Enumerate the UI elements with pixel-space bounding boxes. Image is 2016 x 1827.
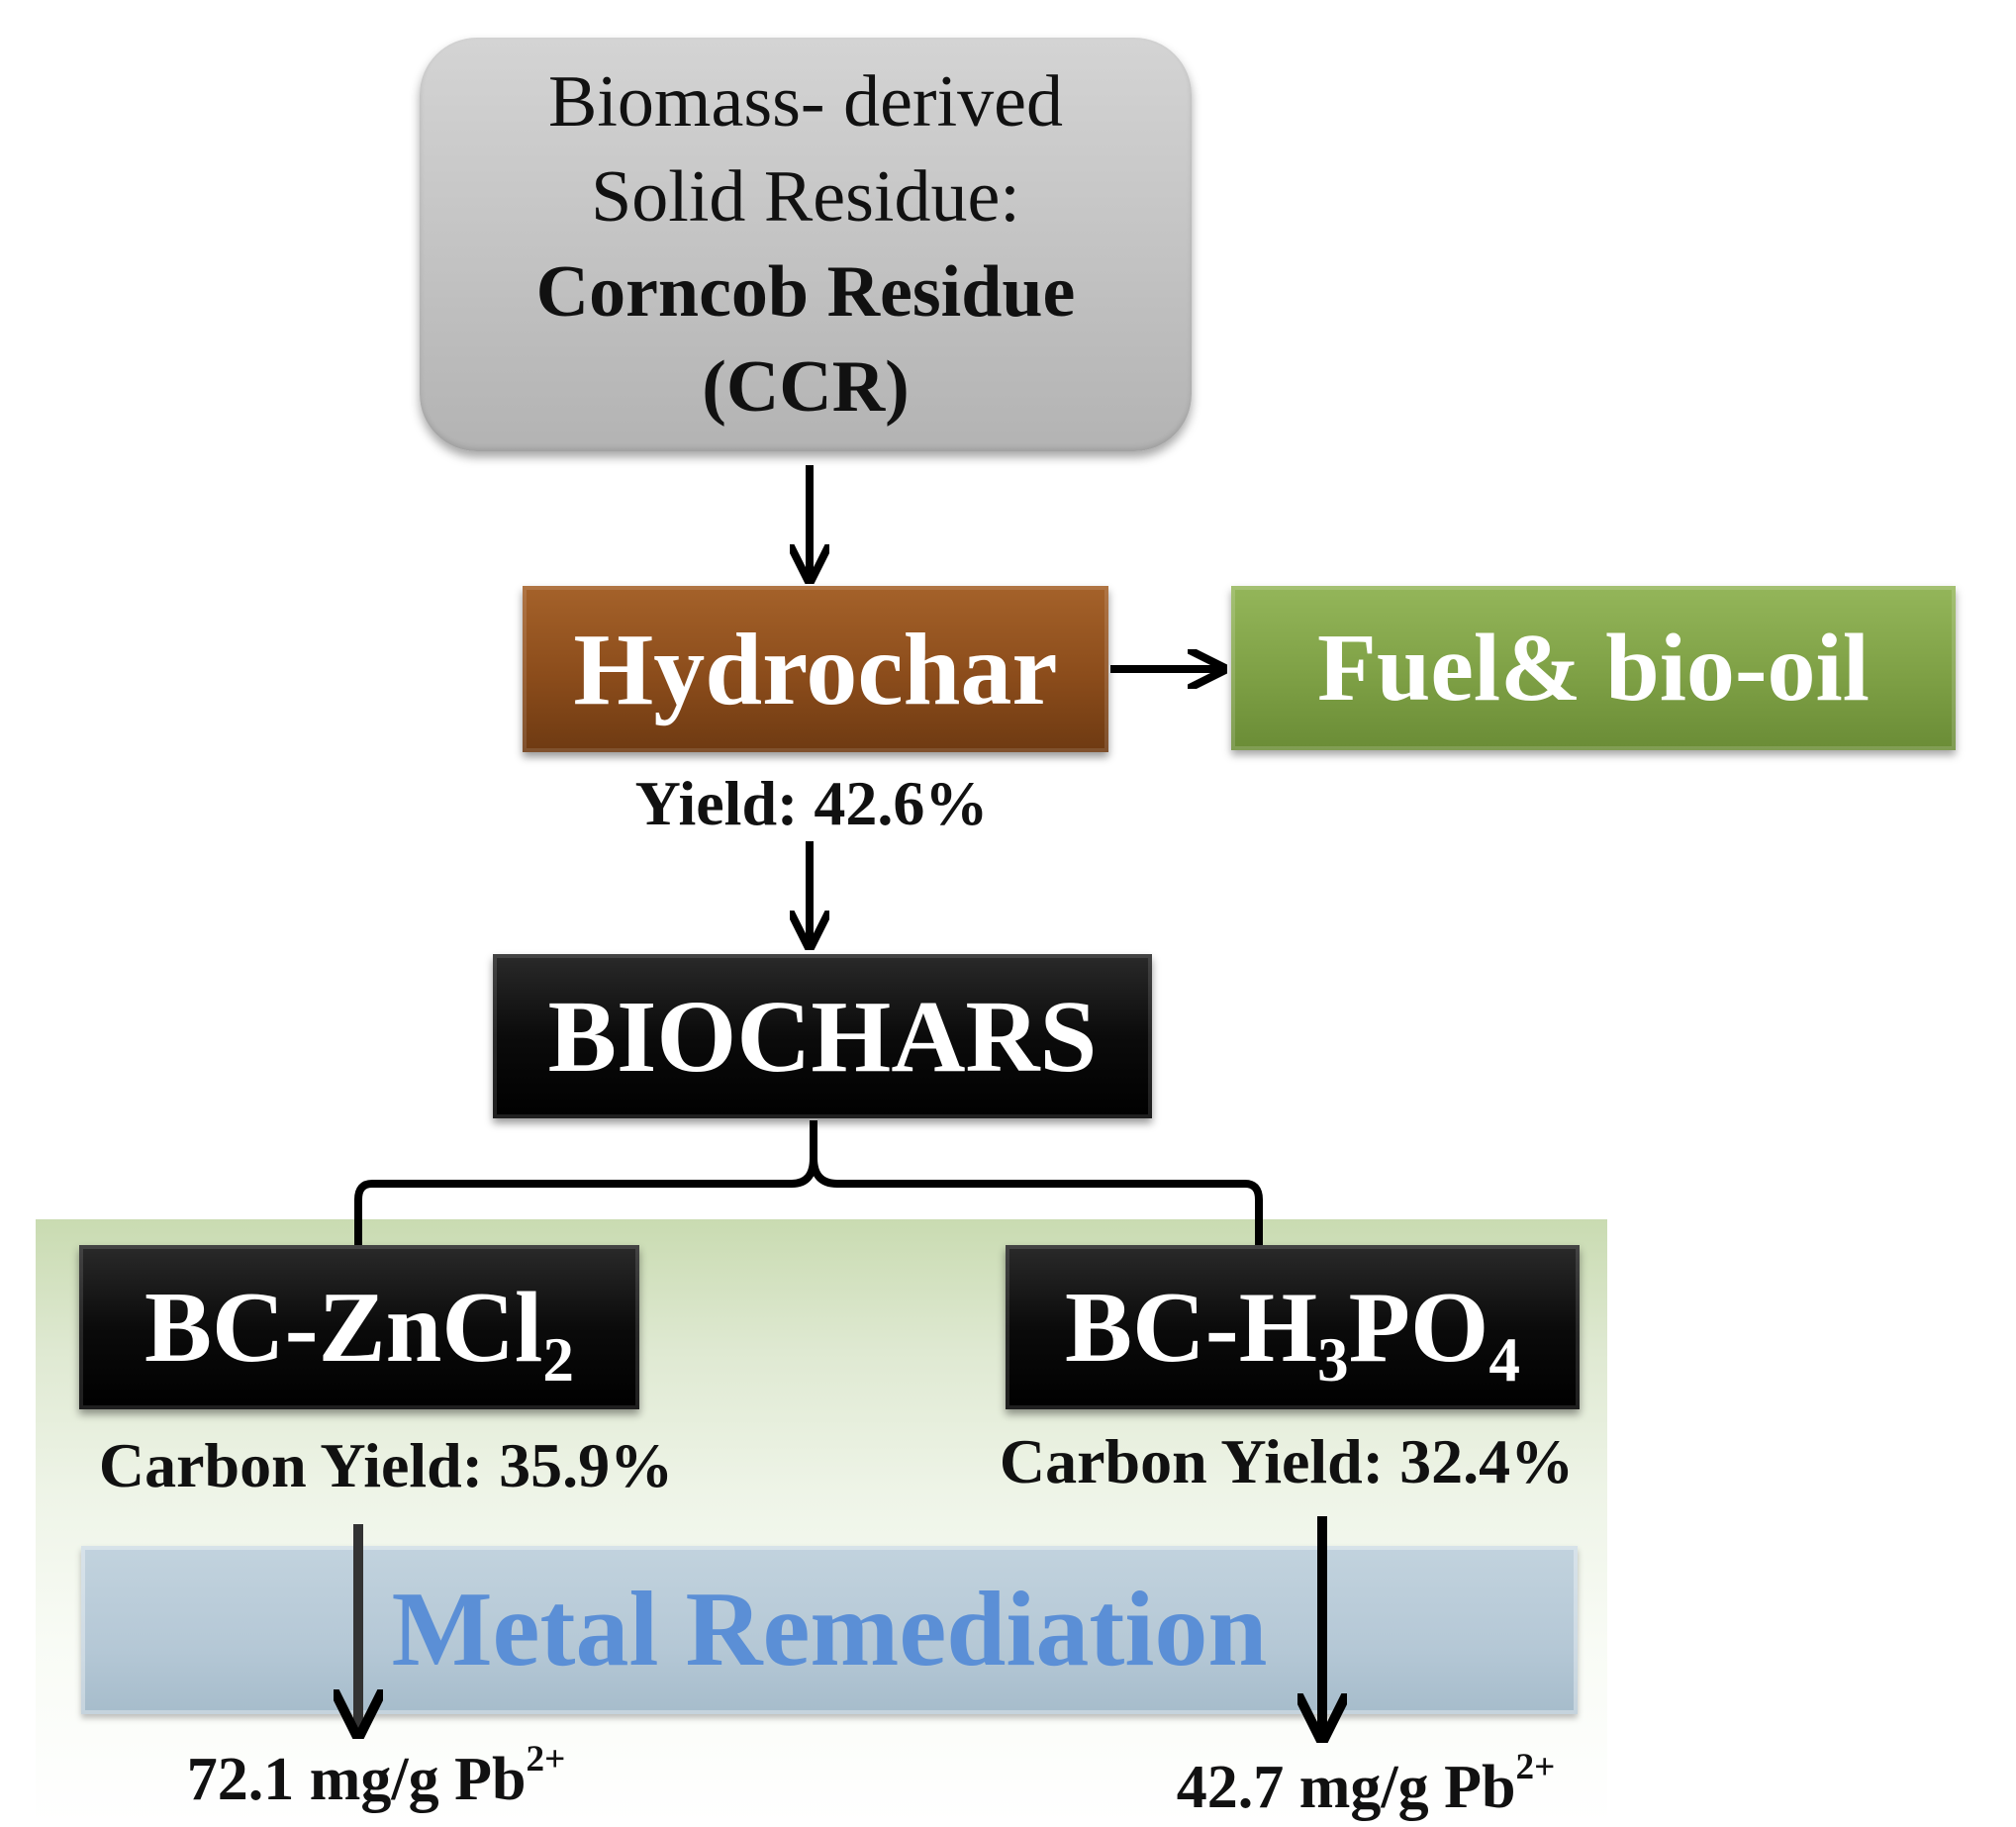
source-line-2: Solid Residue: bbox=[591, 156, 1020, 238]
biochars-label: BIOCHARS bbox=[547, 979, 1098, 1094]
bc-h3po4-carbon-yield: Carbon Yield: 32.4% bbox=[999, 1426, 1575, 1496]
connector-biochars-to-bc-zncl2 bbox=[354, 1120, 817, 1245]
bc-zncl2-prefix: BC-ZnCl bbox=[144, 1271, 543, 1384]
bc-h3po4-mid: PO bbox=[1348, 1271, 1489, 1384]
bc-h3po4-subscript-1: 3 bbox=[1317, 1324, 1349, 1394]
hydrochar-yield: Yield: 42.6% bbox=[634, 768, 989, 838]
bc-zncl2-capacity-charge: 2+ bbox=[526, 1739, 566, 1780]
source-line-1: Biomass- derived bbox=[548, 61, 1063, 143]
biochars-node: BIOCHARS bbox=[493, 954, 1152, 1118]
bc-zncl2-label: BC-ZnCl2 bbox=[144, 1270, 574, 1394]
hydrochar-label: Hydrochar bbox=[573, 612, 1058, 726]
bc-h3po4-node: BC-H3PO4 bbox=[1006, 1245, 1580, 1409]
bc-h3po4-subscript-2: 4 bbox=[1488, 1324, 1520, 1394]
metal-remediation-label: Metal Remediation bbox=[391, 1571, 1268, 1688]
bc-zncl2-carbon-yield: Carbon Yield: 35.9% bbox=[98, 1430, 674, 1500]
source-node-ccr: Biomass- derived Solid Residue: Corncob … bbox=[420, 38, 1192, 451]
bc-zncl2-capacity-value: 72.1 mg/g Pb bbox=[186, 1745, 527, 1813]
connector-biochars-to-bc-h3po4 bbox=[810, 1157, 1263, 1245]
fuel-bio-oil-node: Fuel& bio-oil bbox=[1231, 586, 1956, 750]
fuel-label: Fuel& bio-oil bbox=[1316, 615, 1871, 721]
bc-zncl2-node: BC-ZnCl2 bbox=[79, 1245, 639, 1409]
bc-zncl2-subscript: 2 bbox=[542, 1324, 575, 1394]
bc-h3po4-capacity-charge: 2+ bbox=[1515, 1747, 1556, 1788]
hydrochar-node: Hydrochar bbox=[523, 586, 1108, 752]
metal-remediation-band bbox=[81, 1546, 1578, 1714]
bc-h3po4-capacity-value: 42.7 mg/g Pb bbox=[1176, 1753, 1516, 1821]
source-line-4: (CCR) bbox=[702, 346, 910, 428]
source-line-3: Corncob Residue bbox=[535, 251, 1076, 333]
bc-h3po4-prefix: BC-H bbox=[1065, 1271, 1318, 1384]
bc-h3po4-label: BC-H3PO4 bbox=[1065, 1270, 1520, 1394]
